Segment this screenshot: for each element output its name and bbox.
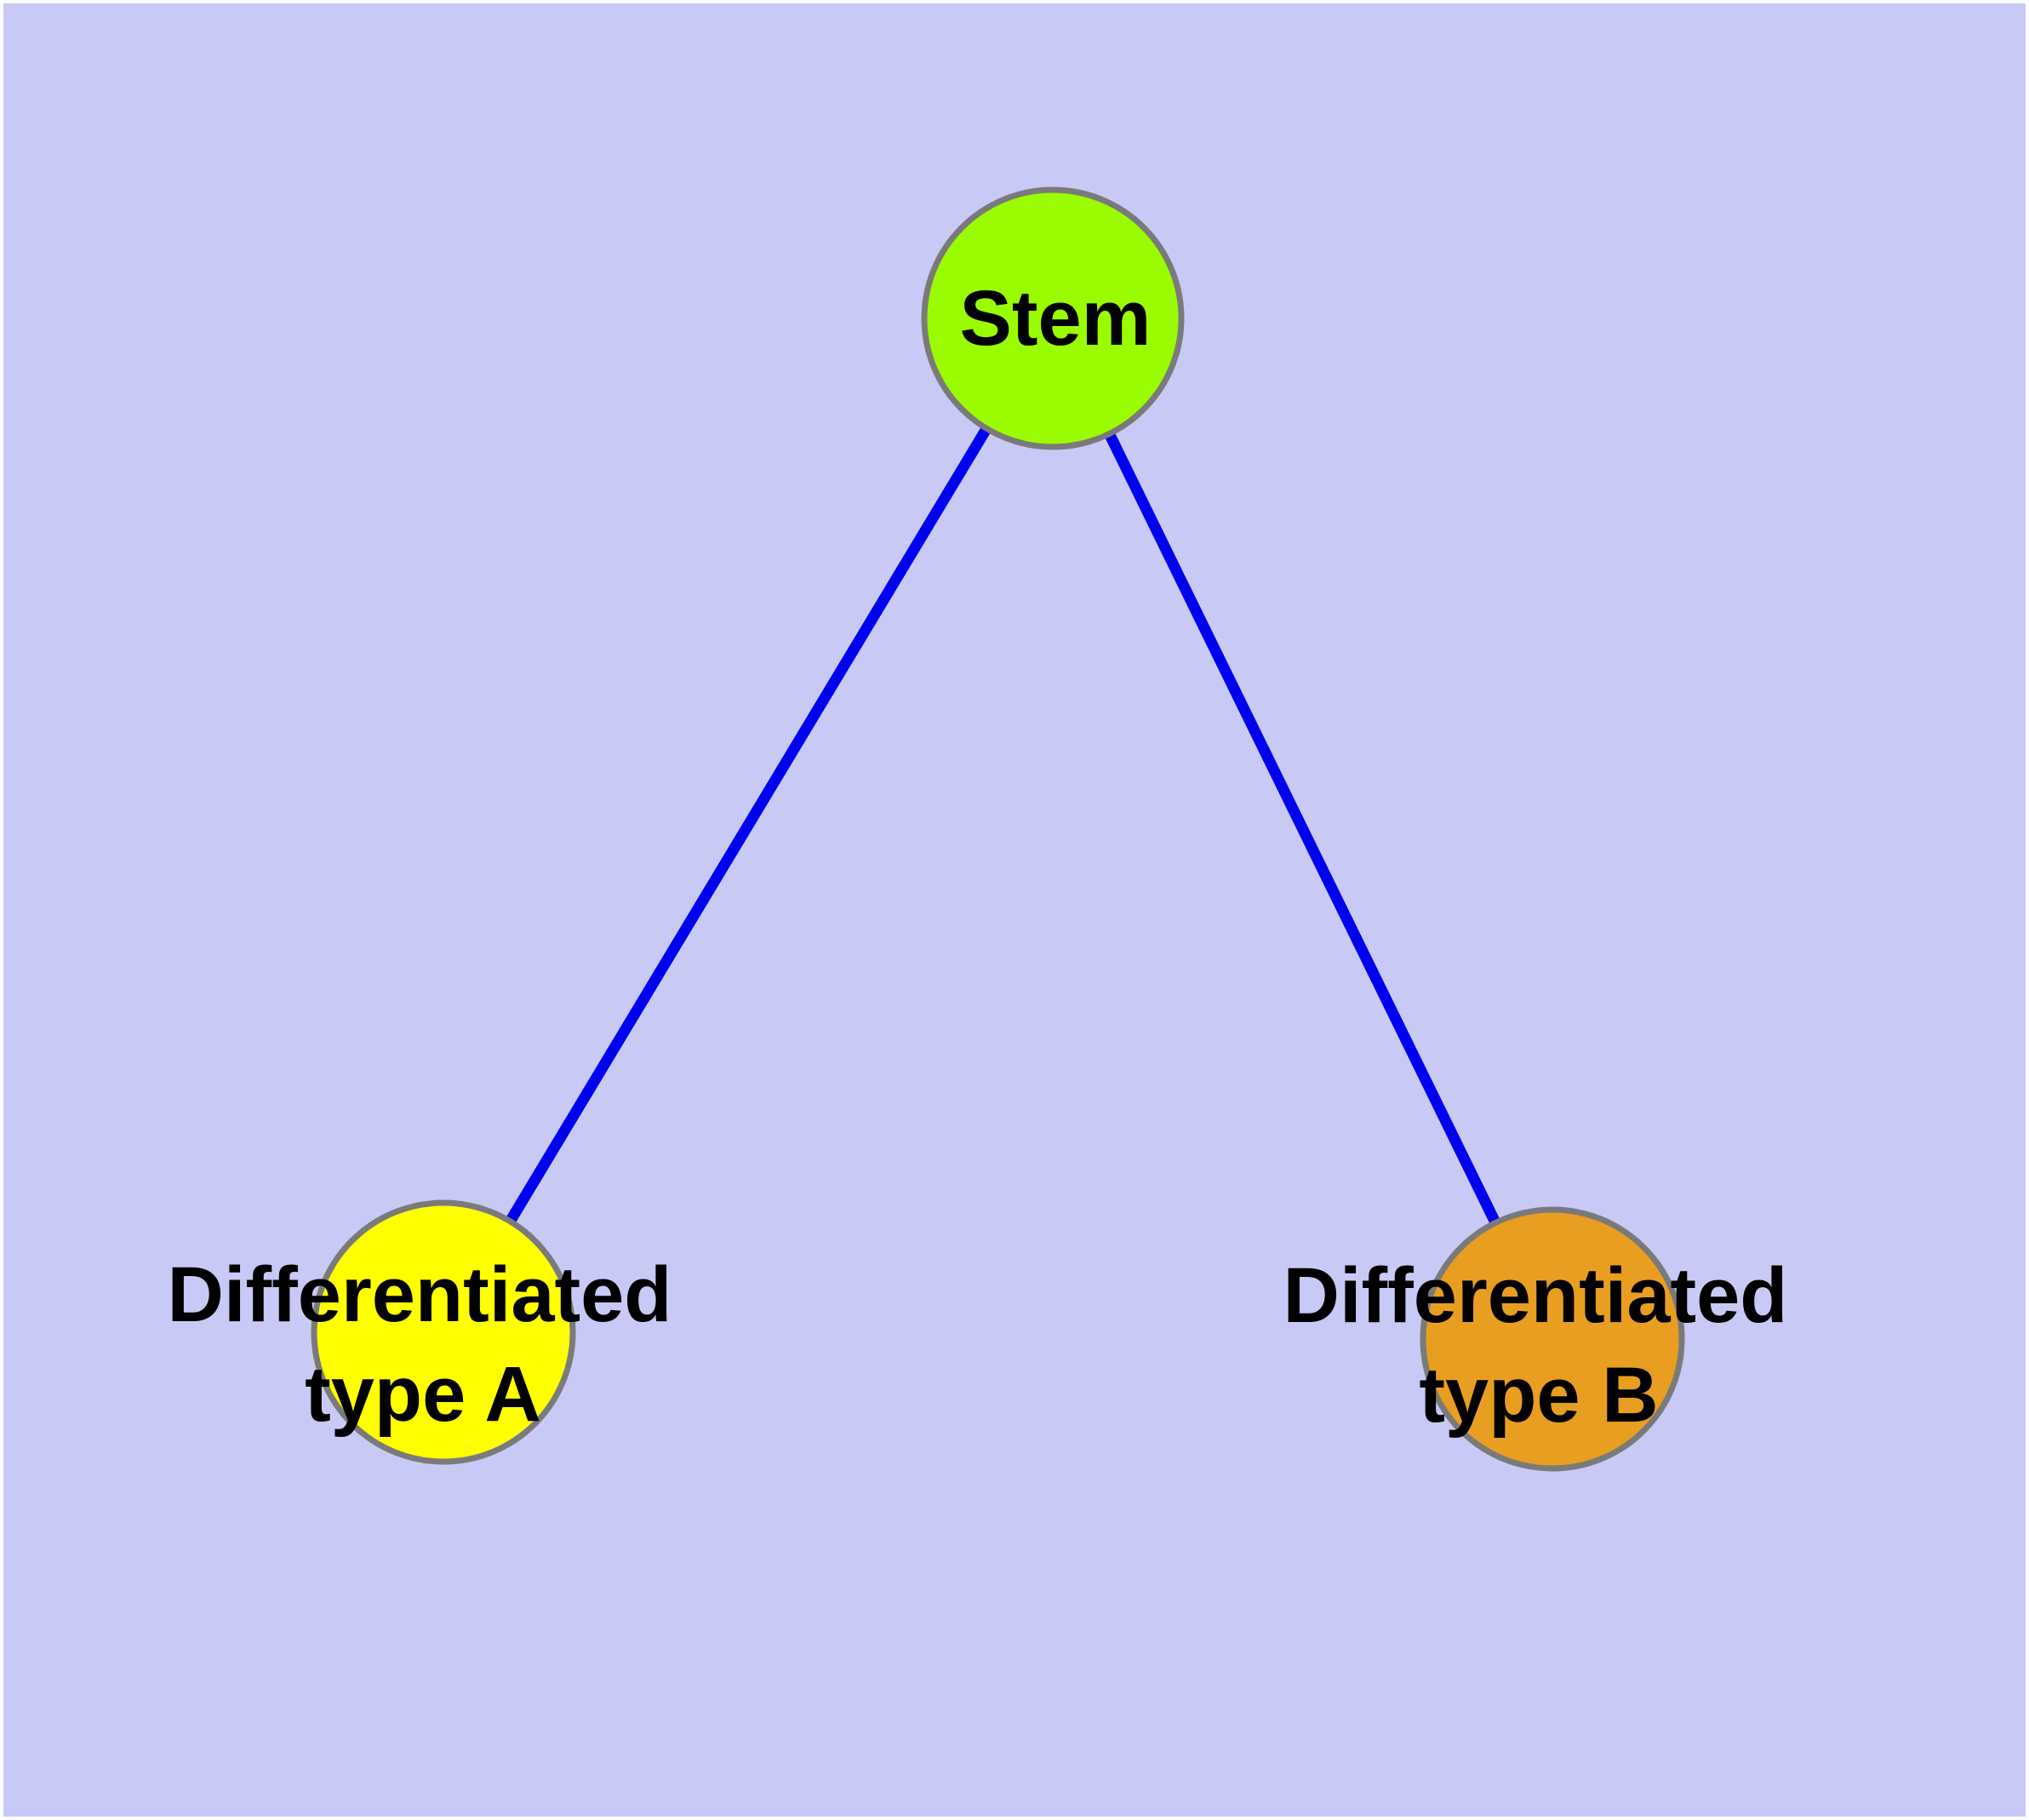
node-stem-label: Stem: [960, 275, 1152, 362]
edge-stem-to-type-b: [1048, 316, 1557, 1342]
edge-stem-to-type-a: [438, 315, 1058, 1336]
node-type-b: [1420, 1206, 1685, 1472]
node-type-b-label-line1: Differentiated: [1283, 1252, 1788, 1339]
node-type-a: [311, 1199, 576, 1465]
node-type-a-label-line1: Differentiated: [168, 1251, 672, 1338]
node-type-a-label-line2: type A: [305, 1351, 541, 1438]
node-type-b-label-line2: type B: [1419, 1352, 1658, 1439]
node-stem: [921, 186, 1185, 450]
